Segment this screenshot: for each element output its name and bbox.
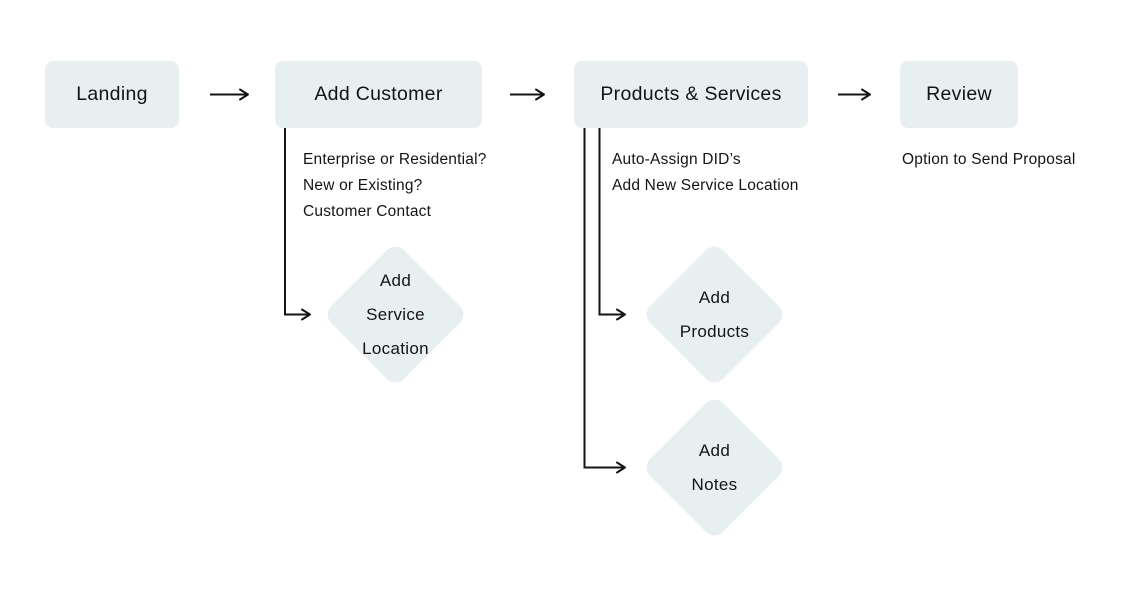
stage-box-add-customer: Add Customer xyxy=(275,61,482,128)
diamond-label: Add Products xyxy=(642,242,787,387)
diamond-line: Products xyxy=(679,321,750,341)
diamond-add-notes: Add Notes xyxy=(641,394,788,541)
stage-label-review: Review xyxy=(926,83,992,105)
notes-add-customer: Enterprise or Residential? New or Existi… xyxy=(303,147,487,225)
stage-box-landing: Landing xyxy=(45,61,179,128)
diamond-line: Add xyxy=(379,270,412,290)
diamond-line: Location xyxy=(362,338,429,358)
notes-review: Option to Send Proposal xyxy=(902,147,1076,173)
note-option-to-send-proposal: Option to Send Proposal xyxy=(902,151,1076,168)
diamond-label: Add Notes xyxy=(642,395,787,540)
stage-label-products-services: Products & Services xyxy=(600,83,782,105)
stage-box-review: Review xyxy=(900,61,1018,128)
stage-label-landing: Landing xyxy=(76,83,148,105)
diamond-line: Add xyxy=(698,287,731,307)
diamond-line: Add xyxy=(698,440,731,460)
note-customer-contact: Customer Contact xyxy=(303,203,432,220)
stage-box-products-services: Products & Services xyxy=(574,61,808,128)
note-auto-assign-dids: Auto-Assign DID’s xyxy=(612,151,741,168)
note-add-new-service-location: Add New Service Location xyxy=(612,177,799,194)
diamond-add-products: Add Products xyxy=(641,241,788,388)
diamond-line: Notes xyxy=(691,474,738,494)
diamond-label: Add Service Location xyxy=(323,242,468,387)
diamond-line: Service xyxy=(366,304,425,324)
diamond-add-service-location: Add Service Location xyxy=(322,241,469,388)
note-new-or-existing: New or Existing? xyxy=(303,177,423,194)
notes-products-services: Auto-Assign DID’s Add New Service Locati… xyxy=(612,147,799,199)
stage-label-add-customer: Add Customer xyxy=(314,83,443,105)
note-enterprise-or-residential: Enterprise or Residential? xyxy=(303,151,487,168)
